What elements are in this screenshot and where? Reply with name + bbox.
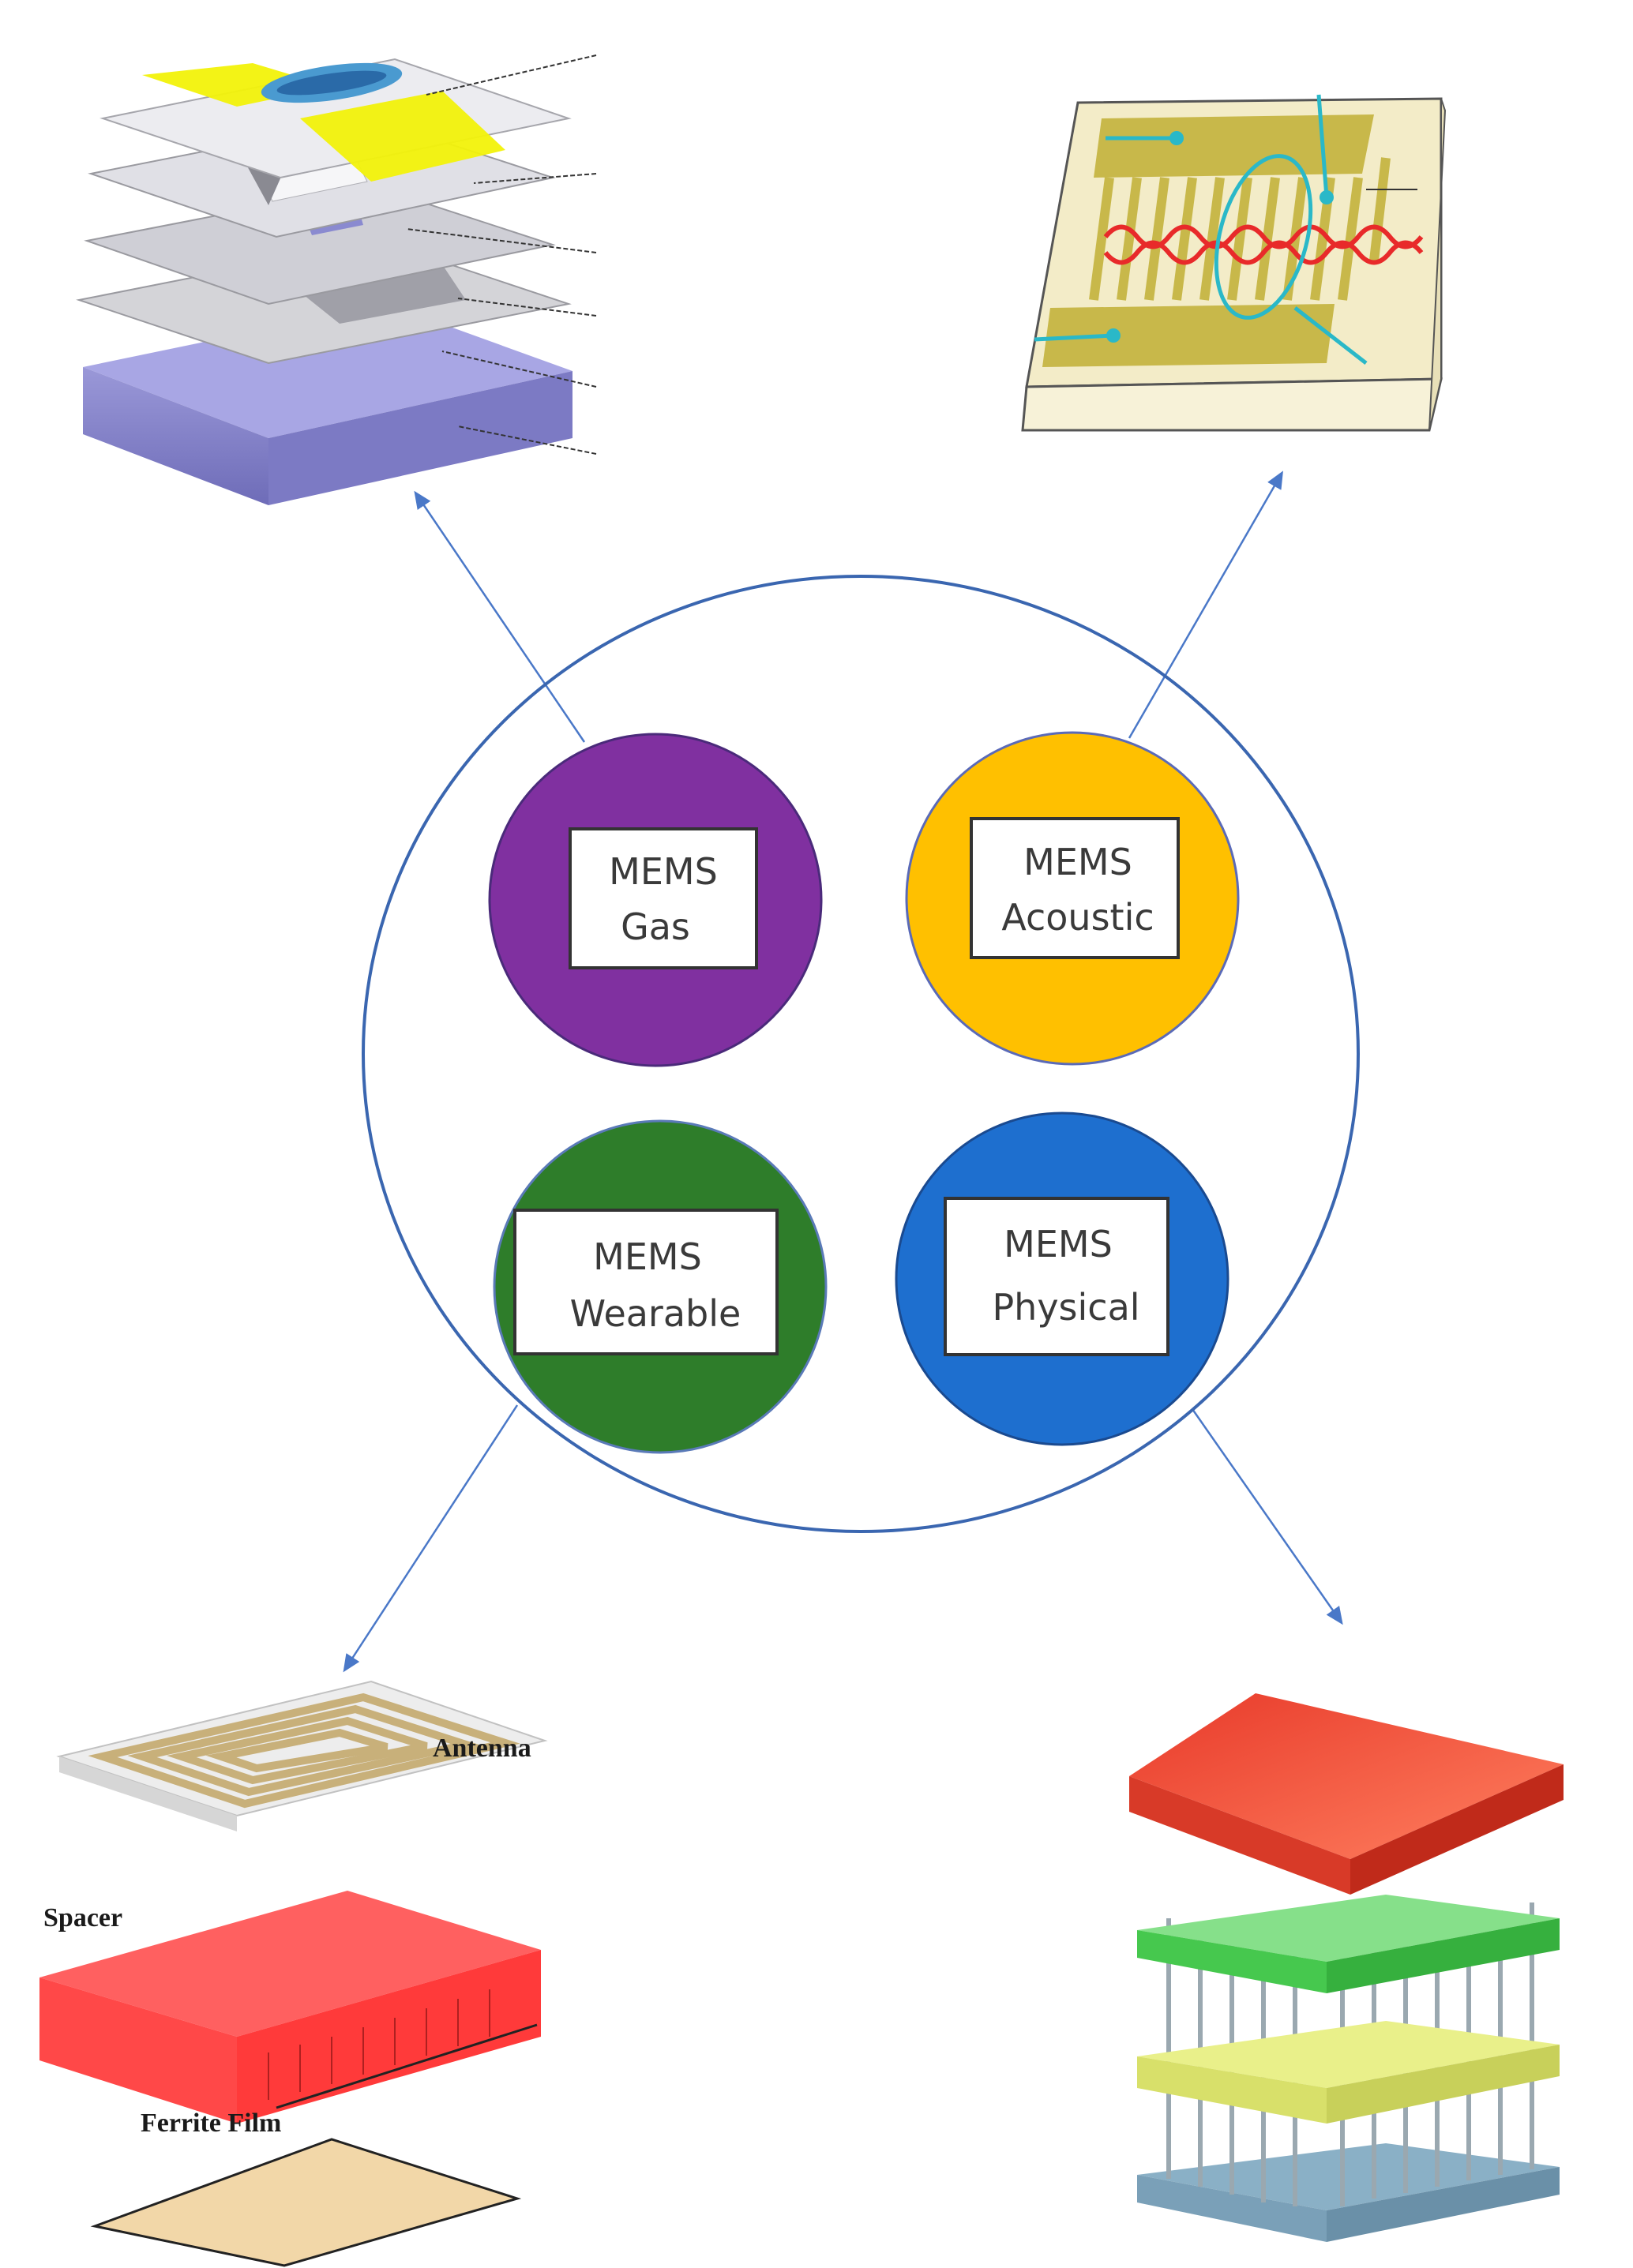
node-acoustic-line2: Acoustic <box>1001 896 1154 939</box>
gas-sensor-illustration <box>76 54 597 505</box>
node-wearable: MEMS Wearable <box>493 1119 828 1454</box>
connector-arrows <box>343 470 1343 1673</box>
node-wearable-line1: MEMS <box>593 1235 702 1278</box>
arrow-to-acoustic <box>1128 470 1283 739</box>
arrow-to-gas <box>414 490 586 743</box>
antenna-label: Antenna <box>433 1734 531 1763</box>
wearable-sensor-illustration: Antenna Spacer Ferrite Film <box>39 1680 548 2267</box>
spacer-label: Spacer <box>43 1903 122 1932</box>
ferrite-film-label: Ferrite Film <box>141 2109 281 2138</box>
node-physical: MEMS Physical <box>895 1112 1229 1446</box>
node-gas-line1: MEMS <box>609 850 718 893</box>
physical-sensor-illustration <box>1129 1693 1564 2242</box>
node-wearable-line2: Wearable <box>570 1292 741 1335</box>
node-gas-line2: Gas <box>621 905 690 948</box>
acoustic-sensor-illustration <box>1021 94 1447 432</box>
node-physical-line2: Physical <box>992 1286 1139 1329</box>
node-acoustic-line1: MEMS <box>1023 841 1132 883</box>
outer-circle <box>362 575 1360 1533</box>
arrow-to-physical <box>1191 1408 1343 1625</box>
arrow-to-wearable <box>343 1404 519 1673</box>
node-acoustic: MEMS Acoustic <box>905 731 1240 1066</box>
node-physical-line1: MEMS <box>1004 1223 1113 1265</box>
node-gas: MEMS Gas <box>488 733 823 1067</box>
